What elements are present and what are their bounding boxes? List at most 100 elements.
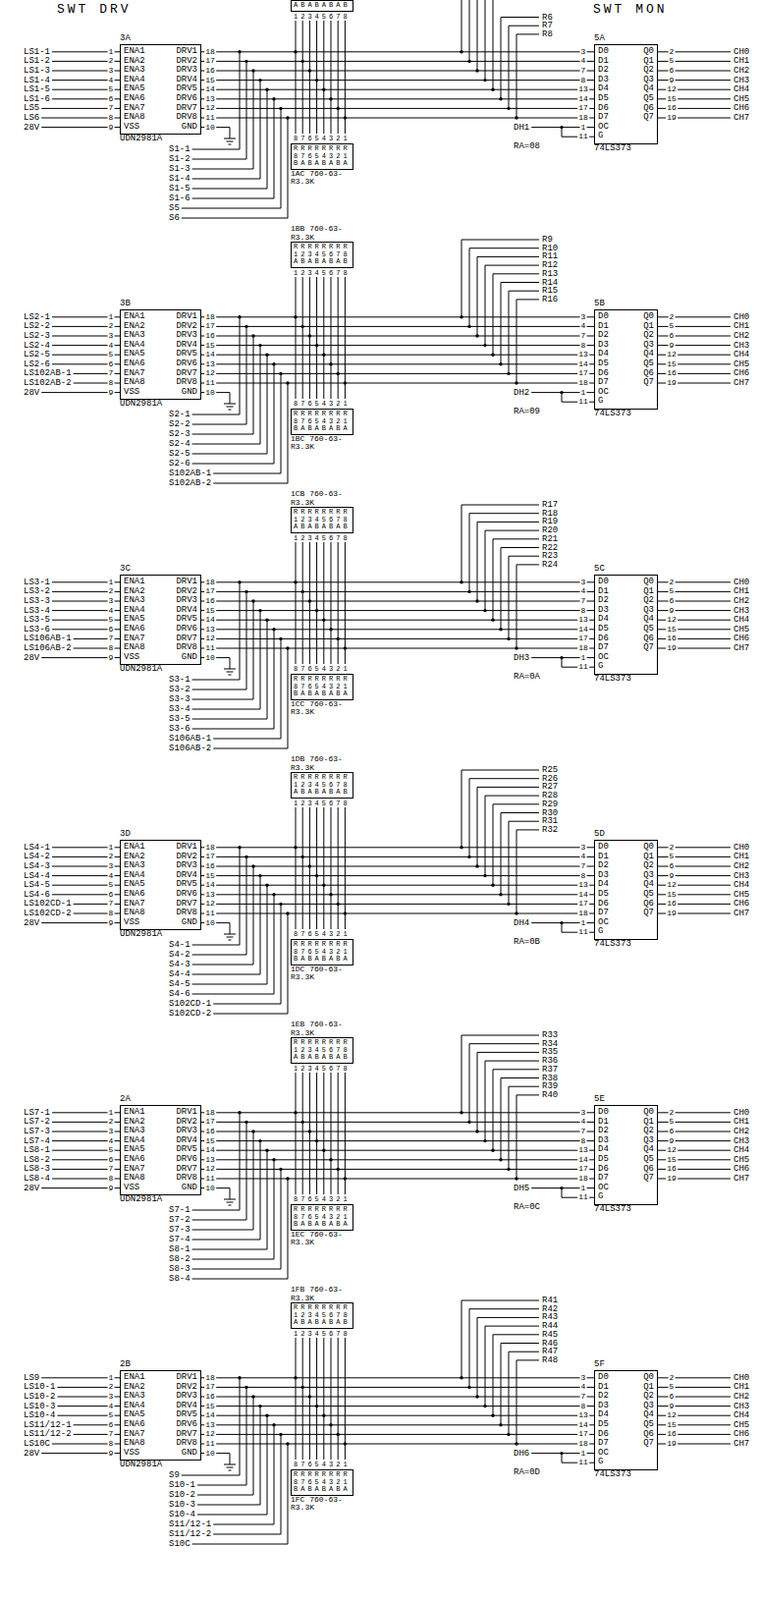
reference-designator: 3A	[119, 34, 131, 45]
resistor-label: R25	[541, 765, 559, 775]
resistor-lead	[477, 1051, 479, 1132]
driver-to-latch-wire	[201, 1376, 595, 1378]
pin-name: G	[597, 396, 654, 407]
resistor-lead	[500, 547, 502, 630]
switch-wire	[192, 728, 274, 730]
package-marking: BABABABA	[293, 1485, 351, 1494]
pin-number: 7	[108, 634, 115, 643]
signal-label: S1-2	[167, 155, 192, 164]
junction-dot	[343, 911, 347, 915]
pin-number: 18	[577, 644, 590, 652]
signal-label: CH3	[732, 1136, 751, 1145]
switch-wire	[267, 619, 269, 719]
resistor-pin-wire	[344, 1072, 346, 1195]
pin-name: D1 Q1	[597, 1382, 654, 1393]
pin-number: 6	[668, 1127, 676, 1136]
switch-wire	[239, 1377, 241, 1475]
switch-wire	[287, 648, 289, 749]
driver-chip: 3CENA1 DRV1ENA2 DRV2ENA3 DRV3ENA4 DRV4EN…	[119, 574, 202, 665]
pin-number: 10	[204, 123, 217, 132]
pin-name: ENA2 DRV2	[123, 1117, 198, 1128]
pin-name: D4 Q4	[597, 1410, 654, 1420]
junction-dot	[328, 1157, 332, 1161]
pin-number: 14	[577, 1155, 590, 1164]
signal-label: LS8-2	[22, 1154, 52, 1164]
signal-label: CH7	[732, 1439, 751, 1449]
pin-number: 3	[580, 1108, 588, 1117]
pin-number: 7	[580, 862, 588, 870]
switch-wire	[287, 913, 289, 1014]
resistor-label: R15	[541, 286, 559, 296]
signal-label: LS7-2	[22, 1117, 52, 1127]
resistor-label: R44	[541, 1321, 559, 1331]
latch-chip: 5DD0 Q0D1 Q1D2 Q2D3 Q3D4 Q4D5 Q5D6 Q6D7 …	[594, 839, 658, 940]
junction-dot	[498, 892, 502, 896]
resistor-lead	[492, 539, 494, 620]
package-marking: 12345678	[293, 781, 351, 790]
pin-number: 6	[108, 95, 115, 104]
pin-number: 19	[665, 1174, 678, 1183]
pin-number: 5	[668, 1117, 676, 1126]
resistor-label: R31	[541, 816, 559, 826]
pin-name: ENA6 DRV6	[123, 624, 198, 635]
resistor-lead	[469, 1308, 471, 1388]
pin-number: 11	[577, 132, 590, 141]
signal-label: S106AB-1	[167, 734, 213, 744]
pin-number: 3	[108, 1127, 115, 1136]
pin-name: ENA2 DRV2	[123, 322, 198, 332]
pin-number: 1	[108, 1108, 115, 1117]
switch-wire	[192, 689, 247, 691]
pin-name: ENA1 DRV1	[123, 47, 198, 57]
resistor-lead	[469, 512, 540, 514]
resistor-lead	[485, 1325, 540, 1327]
pin-number: 9	[668, 606, 676, 615]
switch-wire	[213, 748, 288, 750]
signal-label: CH7	[732, 909, 751, 919]
switch-wire	[239, 847, 241, 945]
junction-dot	[278, 902, 282, 906]
pin-name: D6 Q6	[597, 634, 654, 645]
signal-label: LS10-2	[22, 1392, 56, 1402]
pin-name: ENA2 DRV2	[123, 587, 198, 598]
pin-number: 15	[665, 95, 678, 104]
pin-number: 87654321	[293, 399, 351, 408]
pin-number: 14	[577, 1420, 590, 1429]
address-note: RA=0D	[512, 1467, 542, 1477]
signal-label: S3-6	[167, 724, 192, 734]
signal-label: DH3	[512, 652, 531, 662]
resistor-lead	[461, 1034, 540, 1036]
driver-chip: 3BENA1 DRV1ENA2 DRV2ENA3 DRV3ENA4 DRV4EN…	[119, 309, 202, 400]
switch-wire	[267, 354, 269, 454]
signal-label: LS1-3	[22, 66, 52, 76]
pin-name: ENA3 DRV3	[123, 861, 198, 871]
pin-number: 19	[665, 379, 678, 387]
pin-number: 18	[577, 909, 590, 918]
pin-number: 13	[204, 1420, 217, 1429]
junction-dot	[244, 59, 248, 63]
signal-label: CH3	[732, 75, 751, 85]
junction-dot	[315, 78, 319, 82]
pin-number: 11	[204, 113, 217, 122]
data-wire	[201, 325, 595, 327]
pin-number: 7	[108, 899, 115, 908]
ground-symbol	[226, 406, 234, 408]
pin-name: D7 Q7	[597, 378, 654, 388]
pin-number: 4	[580, 587, 588, 596]
junction-dot	[244, 855, 248, 859]
resistor-label: R37	[541, 1064, 559, 1074]
resistor-lead	[461, 1034, 463, 1113]
pin-number: 16	[204, 862, 217, 870]
pin-name: ENA7 DRV7	[123, 1429, 198, 1440]
package-marking: ABABABAB	[293, 788, 351, 797]
pin-number: 9	[668, 1402, 676, 1411]
pin-number: 17	[577, 634, 590, 643]
resistor-label: R21	[541, 534, 559, 543]
package-marking: ABABABAB	[293, 1, 351, 10]
package-marking: RRRRRRRR	[293, 1303, 351, 1312]
pin-number: 13	[577, 85, 590, 94]
switch-wire	[246, 1121, 248, 1220]
pin-name: OC	[597, 1448, 654, 1459]
junction-dot	[483, 343, 487, 347]
resistor-label: R28	[541, 791, 559, 801]
junction-dot	[278, 1167, 282, 1171]
